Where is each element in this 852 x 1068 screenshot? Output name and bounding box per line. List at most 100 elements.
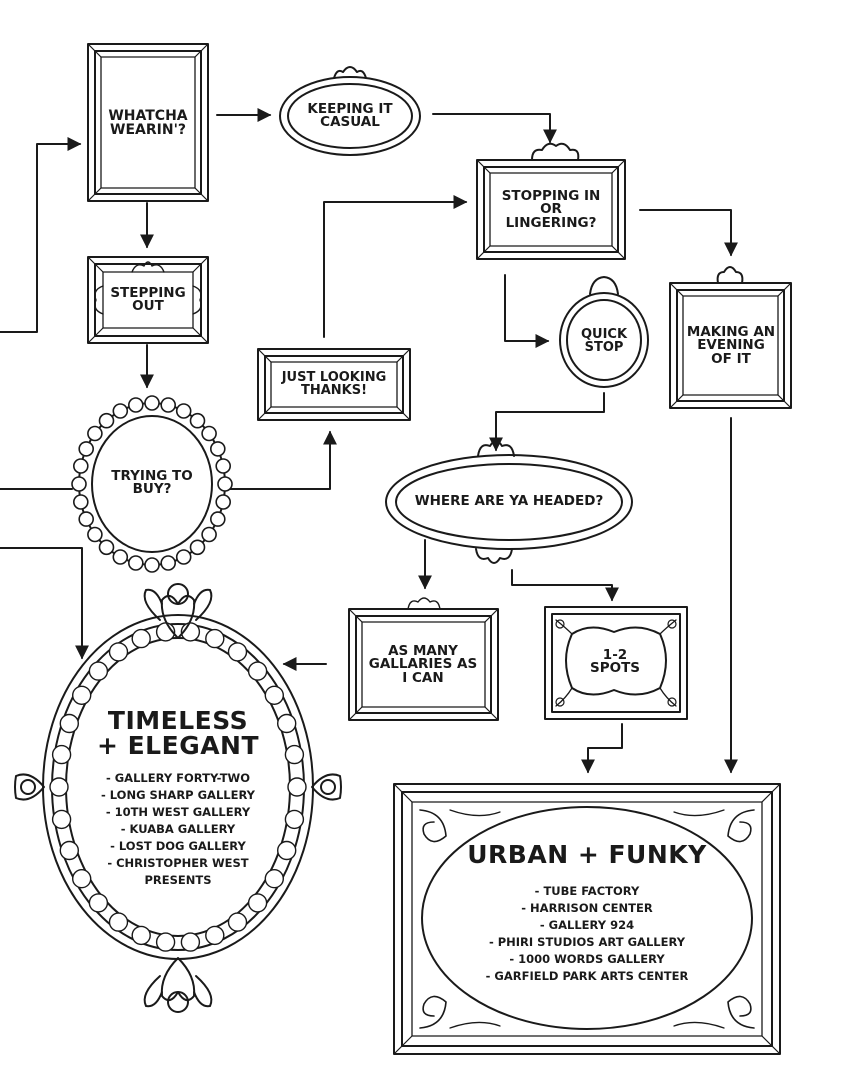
frame-stepping-out (87, 256, 209, 344)
scallop-bump (215, 458, 231, 474)
gallery-item: - Phiri Studios Art Gallery (488, 935, 686, 950)
scallop-bump (210, 441, 226, 457)
scallop-bump (51, 744, 72, 765)
gallery-item: Presents (144, 873, 212, 888)
frame-one-two-spots (544, 606, 688, 720)
scallop-bump (175, 549, 192, 565)
scallop-bump (189, 539, 206, 556)
scallop-bump (210, 511, 226, 527)
scallop-bump (175, 403, 192, 419)
scallop-bump (59, 713, 80, 734)
scallop-bump (49, 777, 69, 797)
gallery-item: - Gallery 924 (539, 918, 635, 933)
connector-justlooking-to-stopping (323, 195, 468, 338)
scallop-bump (59, 840, 80, 861)
scallop-bump (247, 893, 268, 913)
result-timeless-gallery-list: - Gallery Forty-Two - Long Sharp Gallery… (101, 770, 255, 889)
result-urban-gallery-list: - Tube Factory - Harrison Center - Galle… (486, 883, 689, 985)
scallop-bump (215, 494, 231, 510)
scallop-bump (131, 628, 151, 649)
scallop-bump (98, 412, 115, 429)
scallop-bump (88, 893, 109, 913)
scallop-bump (144, 557, 160, 573)
connector-casual-to-stopping (432, 113, 557, 144)
scallop-bump (201, 425, 217, 442)
connector-left-to-whatcha (0, 137, 82, 333)
scallop-bump (284, 744, 305, 765)
gallery-item: - Harrison Center (521, 901, 653, 916)
scallop-bump (205, 925, 225, 946)
frame-keeping-casual (279, 66, 421, 156)
scallop-bump (180, 932, 201, 952)
connector-quickstop-to-where (489, 392, 605, 452)
result-urban-funky: Urban + Funky - Tube Factory - Harrison … (457, 842, 717, 985)
result-timeless-title-line2: + Elegant (96, 731, 260, 760)
frame-timeless-elegant (14, 583, 342, 1013)
gallery-item: - Long Sharp Gallery (100, 788, 256, 803)
scallop-bump (71, 476, 87, 492)
scallop-bump (128, 397, 144, 413)
scallop-bump (247, 661, 268, 681)
connector-spots-to-urban (581, 723, 623, 774)
gallery-item: - 1000 Words Gallery (509, 952, 665, 967)
scallop-bump (73, 458, 89, 474)
scallop-bump (71, 869, 92, 889)
scallop-bump (227, 642, 248, 662)
connector-where-to-spots (511, 569, 619, 602)
scallop-bump (144, 395, 160, 411)
scallop-bump (277, 840, 297, 861)
result-timeless-title-line1: Timeless (107, 706, 249, 735)
scallop-bump (201, 526, 217, 543)
scallop-bump (87, 526, 103, 543)
scallop-bump (277, 713, 297, 734)
scallop-bump (131, 925, 151, 946)
frame-as-many (348, 597, 499, 721)
scallop-bump (73, 494, 89, 510)
scallop-bump (227, 912, 248, 932)
gallery-item: - Gallery Forty-Two (105, 771, 250, 785)
gallery-item: - Garfield Park Arts Center (485, 969, 689, 984)
scallop-bump (155, 932, 176, 952)
scallop-bump (264, 869, 284, 889)
gallery-item: - Tube Factory (534, 884, 640, 898)
scallop-bump (112, 549, 129, 565)
scallop-bump (287, 777, 307, 797)
frame-where-headed (385, 440, 633, 564)
scallop-bump (108, 642, 129, 662)
frame-urban-funky (393, 783, 781, 1055)
scallop-bump (78, 441, 94, 457)
connector-stopping-to-evening (639, 209, 738, 257)
scallop-bump (112, 403, 129, 419)
connector-trying-to-justlooking (229, 430, 337, 490)
gallery-item: - 10th West Gallery (105, 805, 251, 820)
frame-trying-to-buy (71, 395, 233, 573)
frame-just-looking (257, 348, 411, 421)
scallop-bump (264, 685, 284, 705)
result-urban-title: Urban + Funky (467, 840, 707, 869)
scallop-bump (78, 511, 94, 527)
scallop-bump (108, 912, 129, 932)
frame-making-evening (669, 266, 792, 409)
scallop-bump (189, 412, 206, 429)
scallop-bump (98, 539, 115, 556)
scallop-bump (284, 809, 305, 830)
gallery-item: - Kuaba Gallery (120, 822, 236, 837)
scallop-bump (217, 476, 233, 492)
scallop-bump (71, 685, 92, 705)
connector-left-to-timeless (0, 547, 89, 660)
gallery-item: - Christopher West (107, 856, 249, 871)
result-timeless-elegant: Timeless + Elegant - Gallery Forty-Two -… (78, 708, 278, 889)
scallop-bump (51, 809, 72, 830)
scallop-bump (87, 425, 103, 442)
frame-quick-stop (559, 276, 649, 388)
scallop-bump (128, 555, 144, 571)
connector-stopping-to-quickstop (504, 274, 550, 348)
scallop-bump (160, 555, 176, 571)
scallop-bump (205, 628, 225, 649)
gallery-item: - Lost Dog Gallery (110, 839, 246, 854)
frame-whatcha-wearin (87, 43, 209, 202)
scallop-bump (88, 661, 109, 681)
scallop-bump (160, 397, 176, 413)
